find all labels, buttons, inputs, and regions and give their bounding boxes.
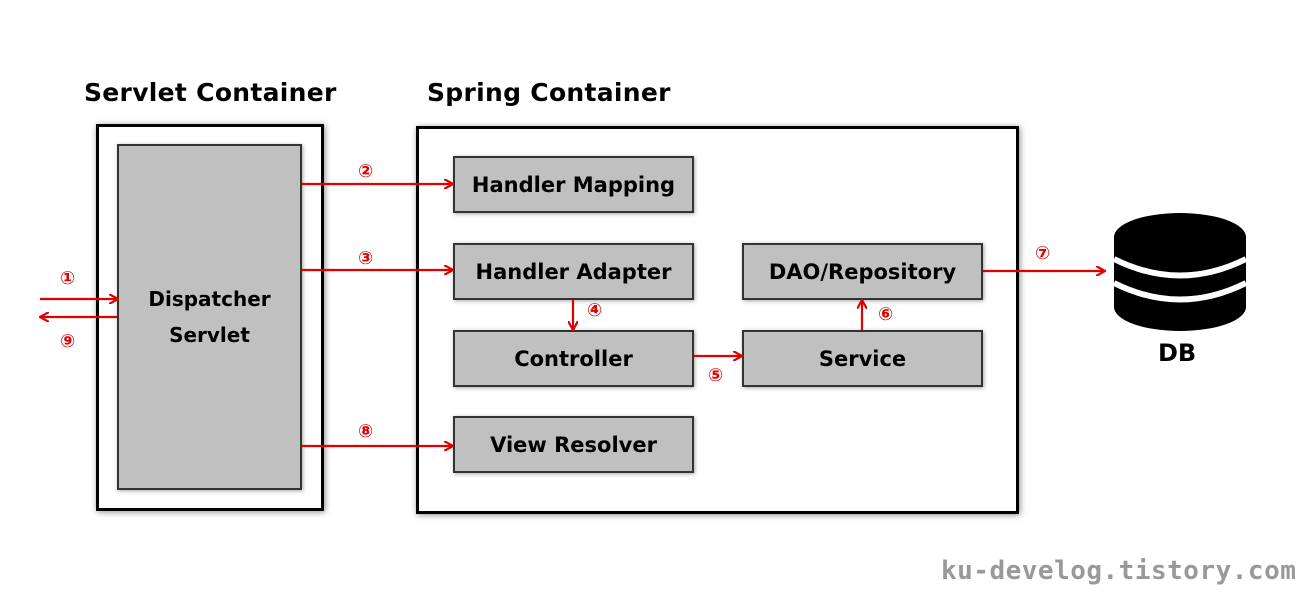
step-label-1: ①	[60, 268, 76, 289]
step-label-9: ⑨	[60, 331, 76, 352]
servlet-container-title: Servlet Container	[84, 78, 337, 107]
step-label-5: ⑤	[708, 365, 724, 386]
handler-mapping-box[interactable]: Handler Mapping	[453, 156, 694, 213]
spring-container-title: Spring Container	[427, 78, 671, 107]
dispatcher-label-line1: Dispatcher	[148, 287, 271, 311]
dispatcher-label-line2: Servlet	[169, 323, 250, 347]
step-label-2: ②	[358, 161, 374, 182]
watermark: ku-develog.tistory.com	[941, 556, 1297, 586]
db-label: DB	[1158, 339, 1197, 367]
dispatcher-servlet-box[interactable]: Dispatcher Servlet	[117, 144, 302, 490]
step-label-4: ④	[587, 300, 603, 321]
step-label-3: ③	[358, 248, 374, 269]
step-label-8: ⑧	[358, 421, 374, 442]
step-label-6: ⑥	[878, 304, 894, 325]
handler-adapter-box[interactable]: Handler Adapter	[453, 243, 694, 300]
database-icon	[1112, 213, 1248, 331]
controller-box[interactable]: Controller	[453, 330, 694, 387]
view-resolver-box[interactable]: View Resolver	[453, 416, 694, 473]
service-box[interactable]: Service	[742, 330, 983, 387]
step-label-7: ⑦	[1035, 243, 1051, 264]
dao-repository-box[interactable]: DAO/Repository	[742, 243, 983, 300]
